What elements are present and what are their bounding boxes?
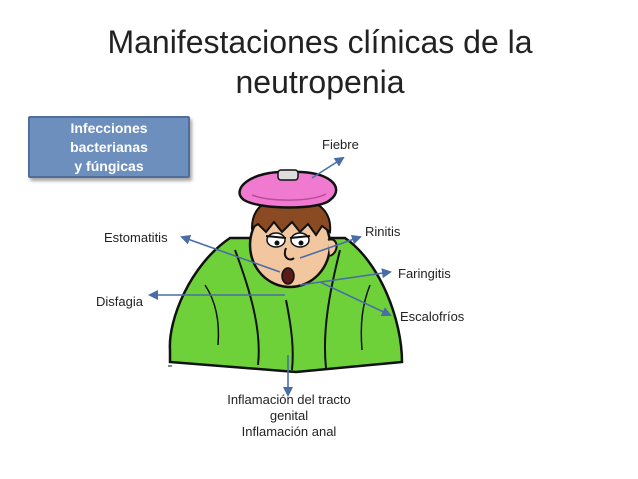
arrow-escalofrios — [319, 281, 392, 317]
infections-box-line-1: Infecciones bacterianas — [70, 119, 148, 155]
arrow-faringitis — [299, 268, 392, 286]
symptom-arrows — [148, 156, 392, 397]
title-line-2: neutropenia — [235, 64, 405, 100]
label-disfagia: Disfagia — [96, 294, 143, 309]
label-anal: Inflamación anal — [241, 424, 337, 439]
arrow-estomatitis — [180, 234, 281, 273]
label-faringitis: Faringitis — [398, 266, 451, 281]
label-genital-anal: Inflamación del tracto genital Inflamaci… — [212, 392, 366, 440]
label-genital-line-1: Inflamación del tracto — [227, 392, 351, 407]
sick-person-illustration — [168, 169, 404, 374]
infections-box-line-2: y fúngicas — [74, 157, 144, 174]
label-fiebre: Fiebre — [322, 137, 359, 152]
slide-title: Manifestaciones clínicas de la neutropen… — [60, 22, 580, 102]
label-rinitis: Rinitis — [365, 224, 401, 239]
label-escalofrios: Escalofríos — [400, 309, 465, 324]
label-genital-line-2: genital — [269, 408, 309, 423]
infections-box: Infecciones bacterianas y fúngicas — [28, 116, 190, 178]
arrow-rinitis — [299, 234, 362, 259]
title-line-1: Manifestaciones clínicas de la — [107, 24, 533, 60]
label-estomatitis: Estomatitis — [104, 230, 168, 245]
arrow-fiebre — [311, 156, 345, 179]
